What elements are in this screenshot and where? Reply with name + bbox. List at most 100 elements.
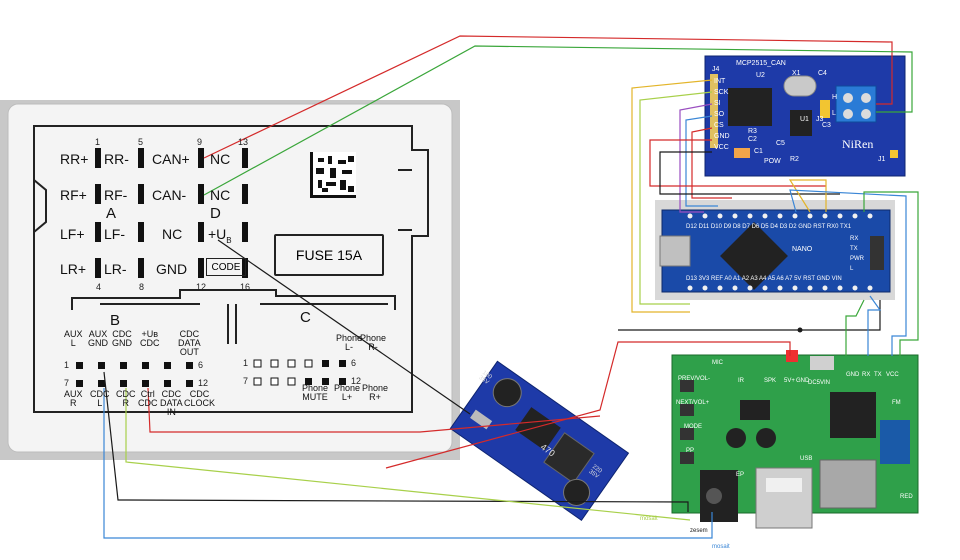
dc-dc-converter [449, 360, 630, 521]
section-divider [71, 289, 396, 310]
nano-label: NANO [792, 246, 813, 253]
b-bottom-label-5: CDC CLOCK [184, 389, 216, 408]
b-top-label-0: AUX L [64, 329, 83, 348]
can-pin-so: SO [714, 111, 725, 118]
bt-label-11: RX [862, 372, 871, 378]
label-rf-plus: RF+ [60, 187, 87, 203]
note-2: zesem [690, 528, 708, 534]
wire-can-so [685, 115, 718, 207]
wire-can-plus [203, 35, 893, 159]
wire-nano-rx [788, 179, 827, 213]
bt-label-17: EP [736, 472, 745, 478]
can-j3: J3 [816, 116, 824, 123]
label-nc-3: NC [162, 226, 183, 242]
nano-led-l: L [850, 266, 854, 272]
can-pin-int: INT [714, 78, 726, 85]
label-gnd: GND [156, 261, 188, 277]
can-c2: C2 [748, 136, 757, 143]
c-bottom-label-0: Phone MUTE [302, 383, 329, 402]
c-bottom-label-1: Phone L+ [334, 383, 361, 402]
wire-can-minus [203, 45, 913, 196]
b-top-label-3: +Uʙ CDC [140, 329, 160, 348]
bt-label-6: SPK [764, 378, 777, 384]
can-j4: J4 [712, 66, 720, 73]
arduino-nano-board [655, 200, 895, 300]
wire-aux-l [103, 388, 713, 539]
b-bottom-label-0: AUX R [64, 389, 83, 408]
crystal [783, 75, 817, 97]
sd-slot [819, 459, 877, 509]
label-u-plus: +UB [208, 226, 232, 245]
label-rr-minus: RR- [104, 151, 129, 167]
can-pin-sck: SCK [714, 89, 729, 96]
connector-outline [33, 125, 429, 413]
wire-can-int [631, 79, 713, 313]
can-l: L [832, 110, 836, 117]
bluetooth-mp3-board [671, 350, 919, 529]
note-3: mosait [712, 544, 730, 550]
wire-can-gnd [649, 139, 826, 187]
wire-can-vcc [659, 151, 840, 195]
pin-13: 13 [238, 137, 249, 147]
connector-photo [0, 100, 460, 460]
b-num-12: 12 [198, 378, 209, 388]
label-u-subscript: B [226, 235, 232, 245]
label-rr-plus: RR+ [60, 151, 89, 167]
c-top-label-0: Phone L- [336, 333, 363, 352]
b-bottom-label-2: CDC R [116, 389, 136, 408]
bt-label-2: MODE [684, 424, 702, 430]
c-top-label-1: Phone R- [360, 333, 387, 352]
wire-bt-gnd [845, 299, 865, 356]
bt-label-4: MIC [712, 360, 723, 366]
section-b-label: B [110, 312, 121, 329]
mini-usb-port [659, 235, 691, 267]
nano-top-pins: D12 D11 D10 D9 D8 D7 D6 D5 D4 D3 D2 GND … [686, 224, 852, 230]
pin-8: 8 [139, 282, 145, 292]
pin-9: 9 [197, 137, 203, 147]
wire-ub-to-converter [217, 239, 471, 415]
can-u1: U1 [800, 116, 809, 123]
wire-ctrl-cdc [147, 387, 601, 433]
usb-a-port [755, 467, 813, 529]
bt-label-12: TX [874, 372, 882, 378]
bt-chip [830, 392, 876, 438]
bt-label-14: USB [800, 456, 813, 462]
bt-label-16: RED [900, 494, 913, 500]
can-pow: POW [764, 158, 781, 165]
bt-label-1: NEXT/VOL+ [676, 400, 710, 406]
bt-label-5: IR [738, 378, 744, 384]
wires [103, 35, 919, 539]
bt-label-3: PP [686, 448, 695, 454]
can-title: MCP2515_CAN [736, 60, 786, 67]
can-x1: X1 [792, 70, 801, 77]
bt-label-7: 5V+ [784, 378, 795, 384]
nano-led-tx: TX [850, 246, 858, 252]
bt-label-13: VCC [886, 372, 899, 378]
wire-gnd [103, 371, 689, 512]
wire-can-cs [691, 127, 732, 199]
c-num-12: 12 [351, 376, 362, 386]
can-module-board [704, 55, 906, 177]
section-a-label: A [106, 205, 117, 222]
wire-can-sck [639, 91, 713, 305]
c-num-7: 7 [243, 376, 249, 386]
nano-led-pwr: PWR [850, 256, 864, 262]
bt-label-10: GND [846, 372, 860, 378]
label-lr-minus: LR- [104, 261, 127, 277]
nano-led-rx: RX [850, 236, 859, 242]
fuse-label: FUSE 15A [274, 234, 384, 276]
wire-converter-5v [385, 341, 791, 469]
b-num-7: 7 [64, 378, 70, 388]
pin-5: 5 [138, 137, 144, 147]
can-brand: NiRen [842, 137, 874, 151]
note-1: mosait [640, 516, 658, 522]
label-can-plus: CAN+ [152, 151, 190, 167]
label-nc-2: NC [210, 187, 231, 203]
wire-aux-r [125, 388, 691, 521]
bt-label-8: GND [796, 378, 810, 384]
b-bottom-label-4: CDC DATA IN [160, 389, 183, 417]
mcp2515-chip [728, 88, 772, 126]
label-can-minus: CAN- [152, 187, 187, 203]
can-c3: C3 [822, 122, 831, 129]
